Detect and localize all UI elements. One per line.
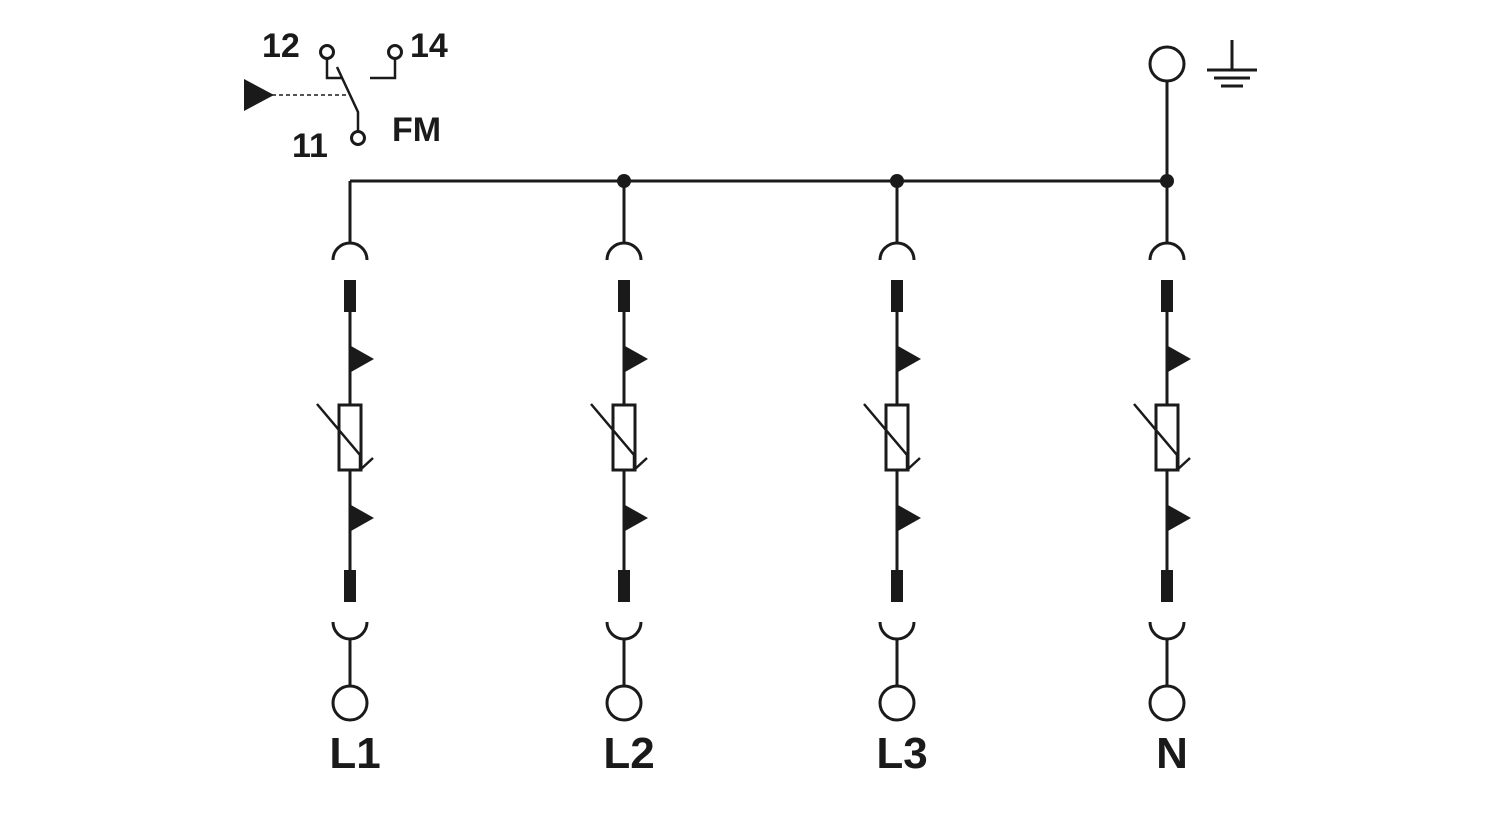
branch-l2: L2 [590, 181, 655, 778]
upper-socket-icon [878, 241, 916, 261]
contact-14-lead [370, 58, 397, 80]
lower-socket-icon [605, 621, 643, 641]
actuator-triangle-icon [244, 79, 274, 111]
contact-label-14: 14 [410, 27, 448, 65]
varistor-slash [1133, 403, 1179, 470]
varistor-icon [1154, 403, 1180, 472]
switch-blade [335, 66, 360, 131]
lower-plug-pin [891, 570, 903, 602]
contact-label-11: 11 [292, 127, 328, 165]
upper-plug-pin [1161, 280, 1173, 312]
phase-terminal [331, 684, 369, 722]
disconnect-flag-icon [351, 346, 374, 372]
disconnect-flag-icon [898, 346, 921, 372]
branch-n: N [1133, 181, 1191, 778]
varistor-icon [884, 403, 910, 472]
lower-plug-pin [344, 570, 356, 602]
upper-plug-pin [618, 280, 630, 312]
phase-label-l1: L1 [329, 729, 380, 778]
varistor-slash [590, 403, 636, 470]
varistor-icon [337, 403, 363, 472]
contact-label-12: 12 [262, 27, 300, 65]
terminal-14 [387, 44, 403, 60]
disconnect-flag-icon [351, 505, 374, 531]
branch-l3: L3 [863, 181, 928, 778]
disconnect-flag-icon [1168, 346, 1191, 372]
varistor-slash-tail [1176, 457, 1191, 471]
disconnect-flag-icon [625, 505, 648, 531]
ground-icon [1207, 40, 1257, 88]
phase-terminal [605, 684, 643, 722]
lower-socket-icon [878, 621, 916, 641]
upper-socket-icon [1148, 241, 1186, 261]
upper-socket-icon [605, 241, 643, 261]
phase-label-n: N [1156, 729, 1188, 778]
phase-terminal [1148, 684, 1186, 722]
varistor-icon [611, 403, 637, 472]
lower-socket-icon [331, 621, 369, 641]
fm-contact: 12 14 11 FM [244, 27, 448, 165]
upper-plug-pin [344, 280, 356, 312]
varistor-slash-tail [633, 457, 648, 471]
fm-label: FM [392, 111, 441, 149]
varistor-slash [863, 403, 909, 470]
upper-socket-icon [331, 241, 369, 261]
lower-socket-icon [1148, 621, 1186, 641]
branch-l1: L1 [316, 181, 381, 778]
varistor-slash-tail [359, 457, 374, 471]
terminal-11 [350, 130, 366, 146]
varistor-slash [316, 403, 362, 470]
varistor-slash-tail [906, 457, 921, 471]
lower-plug-pin [618, 570, 630, 602]
upper-plug-pin [891, 280, 903, 312]
pe-terminal [1148, 45, 1186, 83]
phase-terminal [878, 684, 916, 722]
phase-label-l3: L3 [876, 729, 927, 778]
contact-12-lead [325, 58, 342, 80]
disconnect-flag-icon [898, 505, 921, 531]
phase-label-l2: L2 [603, 729, 654, 778]
disconnect-flag-icon [1168, 505, 1191, 531]
disconnect-flag-icon [625, 346, 648, 372]
phase-branches: L1 L2 L3 N [316, 181, 1191, 778]
lower-plug-pin [1161, 570, 1173, 602]
terminal-12 [319, 44, 335, 60]
